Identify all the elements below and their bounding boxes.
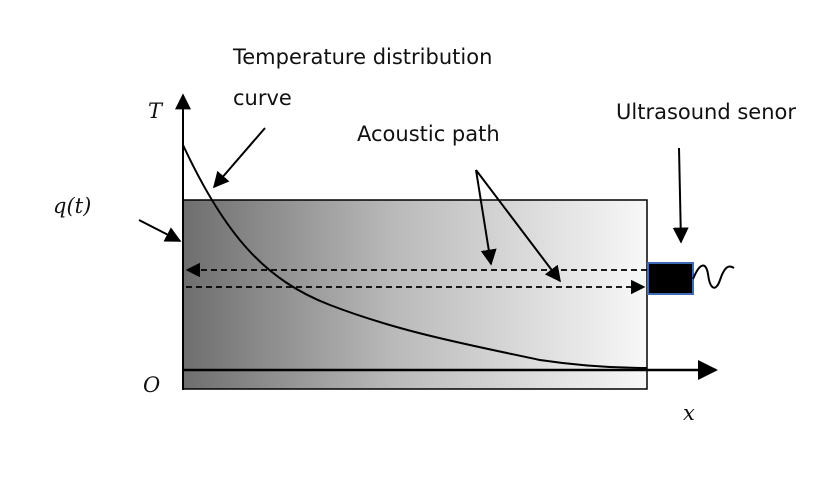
acoustic-pointer-arrow-2 (475, 169, 561, 283)
sensor-cable (692, 264, 735, 289)
temperature-curve (182, 144, 648, 369)
curve-pointer-arrow (212, 127, 266, 189)
origin-label: O (143, 373, 160, 397)
t-axis-label: T (148, 99, 164, 123)
acoustic-pointer-arrow-1 (475, 169, 497, 266)
acoustic-path-label: Acoustic path (357, 122, 500, 146)
solid-slab (182, 199, 648, 390)
x-axis-label: x (683, 401, 695, 425)
ultrasound-sensor (647, 262, 694, 295)
temperature-curve-label-line2: curve (233, 86, 292, 110)
heat-flux-label: q(t) (53, 194, 91, 218)
heat-flux-arrow (138, 219, 182, 242)
temperature-curve-label-line1: Temperature distribution (232, 45, 492, 69)
ultrasound-sensor-label: Ultrasound senor (616, 100, 796, 124)
sensor-pointer-arrow (672, 147, 689, 244)
